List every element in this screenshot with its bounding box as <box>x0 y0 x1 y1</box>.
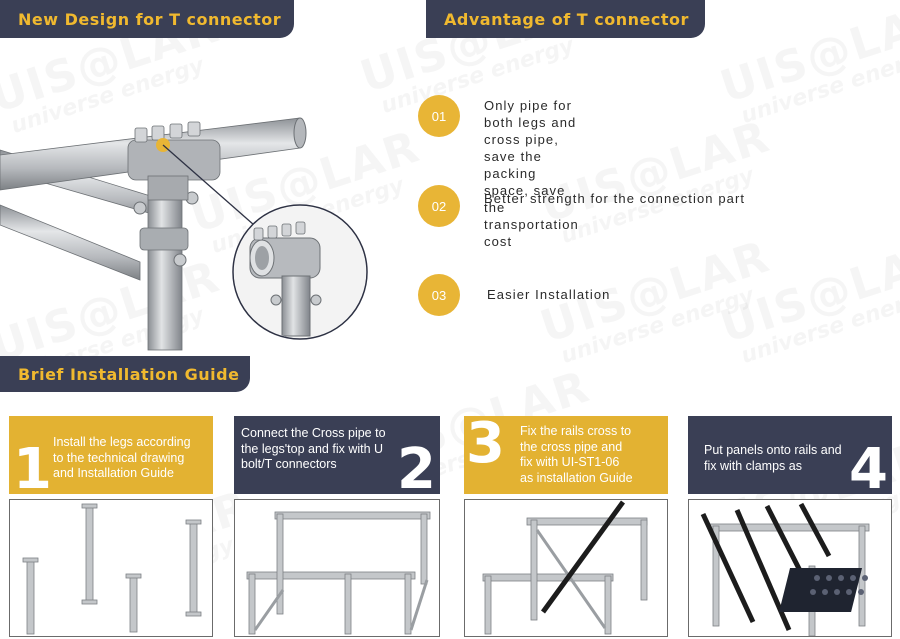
section-title-advantage: Advantage of T connector <box>426 0 705 38</box>
t-connector-illustration <box>0 117 368 351</box>
step-1-header: 1 Install the legs according to the tech… <box>9 416 213 498</box>
section-title-new-design: New Design for T connector <box>0 0 294 38</box>
advantage-text: Better strength for the connection part <box>484 191 746 206</box>
step-number: 1 <box>13 437 52 502</box>
step-number: 3 <box>466 411 505 476</box>
advantage-item-2: 02 Better strength for the connection pa… <box>418 185 744 227</box>
step-text: Put panels onto rails and fix with clamp… <box>704 443 842 473</box>
number-badge: 03 <box>418 274 460 316</box>
advantage-item-1: 01 Only pipe for both legs and cross pip… <box>418 95 578 249</box>
step-text: Fix the rails cross to the cross pipe an… <box>520 424 633 485</box>
advantage-text: Easier Installation <box>487 287 611 302</box>
step-1-image <box>9 499 213 637</box>
step-2-header: 2 Connect the Cross pipe to the legs'top… <box>234 416 440 498</box>
step-4-image <box>688 499 892 637</box>
number-badge: 01 <box>418 95 460 137</box>
step-number: 2 <box>397 437 436 502</box>
section-title-guide: Brief Installation Guide <box>0 356 250 392</box>
step-3-header: 3 Fix the rails cross to the cross pipe … <box>464 416 668 494</box>
advantage-text: Only pipe for both legs and cross pipe, … <box>484 98 579 249</box>
step-text: Connect the Cross pipe to the legs'top a… <box>241 426 386 471</box>
number-badge: 02 <box>418 185 460 227</box>
step-text: Install the legs according to the techni… <box>53 435 191 480</box>
advantage-item-3: 03 Easier Installation <box>418 274 609 316</box>
step-3-image <box>464 499 668 637</box>
step-4-header: 4 Put panels onto rails and fix with cla… <box>688 416 892 498</box>
step-2-image <box>234 499 440 637</box>
step-number: 4 <box>849 437 888 502</box>
